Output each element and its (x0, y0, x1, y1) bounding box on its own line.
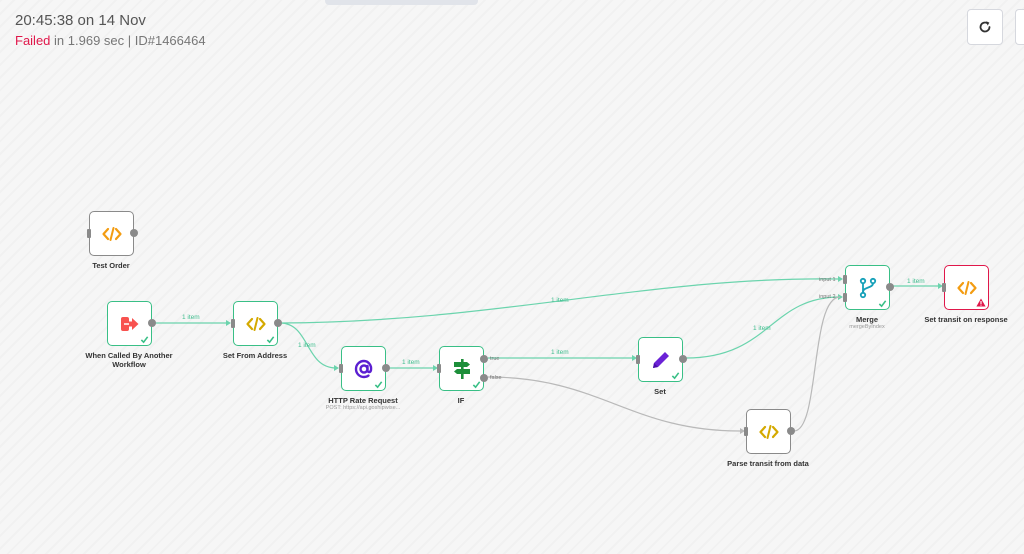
output-port-true[interactable] (480, 355, 488, 363)
edge-arrow (226, 320, 231, 326)
input-port[interactable] (942, 283, 946, 292)
edge-label: 1 item (551, 349, 569, 356)
pencil-icon (652, 351, 669, 368)
success-check-icon (472, 381, 481, 389)
input-port[interactable] (231, 319, 235, 328)
output-port[interactable] (130, 229, 138, 237)
execution-header: 20:45:38 on 14 Nov Failed in 1.969 sec |… (15, 12, 206, 48)
port-label-true: true (490, 356, 499, 362)
edge-set-from-to-http (279, 322, 337, 369)
node-set[interactable] (636, 337, 687, 382)
success-check-icon (140, 336, 149, 344)
node-label-set: Set (654, 387, 666, 396)
status-failed: Failed (15, 33, 51, 48)
edge-label: 1 item (298, 342, 316, 349)
success-check-icon (671, 372, 680, 380)
edge-set-from-to-merge (279, 278, 841, 324)
input-port-2[interactable] (843, 293, 847, 302)
success-check-icon (878, 300, 887, 308)
edge-label: 1 item (551, 297, 569, 304)
edge-arrow (938, 283, 943, 289)
edge-label: 1 item (182, 314, 200, 321)
node-label-set-transit: Set transit on response (924, 315, 1008, 324)
edge-arrow (838, 276, 843, 282)
execution-summary: Failed in 1.969 sec | ID#1466464 (15, 33, 206, 48)
input-port[interactable] (744, 427, 748, 436)
output-port[interactable] (274, 319, 282, 327)
toolbar-button-partial[interactable] (1015, 9, 1024, 45)
node-label-parse-transit: Parse transit from data (727, 459, 809, 468)
code-icon (245, 316, 266, 331)
code-icon (956, 280, 977, 295)
port-label-input2: input 2 (819, 294, 836, 300)
node-subtitle-merge: mergeByIndex (849, 324, 885, 330)
edge-arrow (334, 365, 339, 371)
edge-arrow (433, 365, 438, 371)
node-label-if: IF (457, 396, 465, 405)
port-label-false: false (490, 375, 502, 381)
node-parse-transit[interactable] (744, 409, 795, 454)
success-check-icon (374, 381, 383, 389)
input-port[interactable] (87, 229, 91, 238)
node-label-test-order: Test Order (92, 261, 130, 270)
signpost-icon (453, 358, 470, 379)
code-icon (101, 226, 122, 241)
node-label-when-called: When Called By Another Workflow (85, 351, 173, 369)
node-label-set-from-address: Set From Address (222, 351, 288, 360)
edge-arrow (632, 355, 637, 361)
input-port-1[interactable] (843, 275, 847, 284)
sign-in-icon (120, 316, 138, 331)
node-http-rate-request[interactable] (339, 346, 390, 391)
refresh-icon (979, 21, 991, 33)
execution-time: 20:45:38 on 14 Nov (15, 12, 146, 29)
edge-if-false-to-parse (487, 376, 741, 432)
input-port[interactable] (636, 355, 640, 364)
code-icon (758, 424, 779, 439)
output-port[interactable] (679, 355, 687, 363)
node-set-transit[interactable] (942, 265, 989, 310)
retry-button[interactable] (967, 9, 1003, 45)
node-merge[interactable] (843, 265, 894, 310)
node-set-from-address[interactable] (231, 301, 282, 346)
edge-label: 1 item (402, 359, 420, 366)
node-subtitle-http-rate-request: POST: https://api.goshipwise... (325, 405, 401, 411)
node-test-order[interactable] (87, 211, 138, 256)
edge-label: 1 item (907, 278, 925, 285)
output-port[interactable] (886, 283, 894, 291)
edge-arrow (838, 294, 843, 300)
at-sign-icon (354, 359, 372, 378)
execution-duration: in 1.969 sec | ID#1466464 (50, 33, 206, 48)
node-if[interactable] (437, 346, 488, 391)
output-port[interactable] (787, 427, 795, 435)
port-label-input1: input 1 (819, 277, 836, 283)
node-label-http-rate-request: HTTP Rate Request (328, 396, 398, 405)
edge-set-to-merge (685, 296, 841, 359)
output-port[interactable] (382, 364, 390, 372)
input-port[interactable] (437, 364, 441, 373)
edge-parse-to-merge (793, 296, 841, 432)
edge-arrow (740, 428, 745, 434)
node-when-called[interactable] (107, 301, 156, 346)
success-check-icon (266, 336, 275, 344)
top-tab-indicator (325, 0, 478, 5)
merge-icon (859, 277, 876, 298)
output-port-false[interactable] (480, 374, 488, 382)
input-port[interactable] (339, 364, 343, 373)
error-warning-icon (976, 298, 986, 307)
edge-label: 1 item (753, 325, 771, 332)
output-port[interactable] (148, 319, 156, 327)
node-label-merge: Merge (855, 315, 879, 324)
